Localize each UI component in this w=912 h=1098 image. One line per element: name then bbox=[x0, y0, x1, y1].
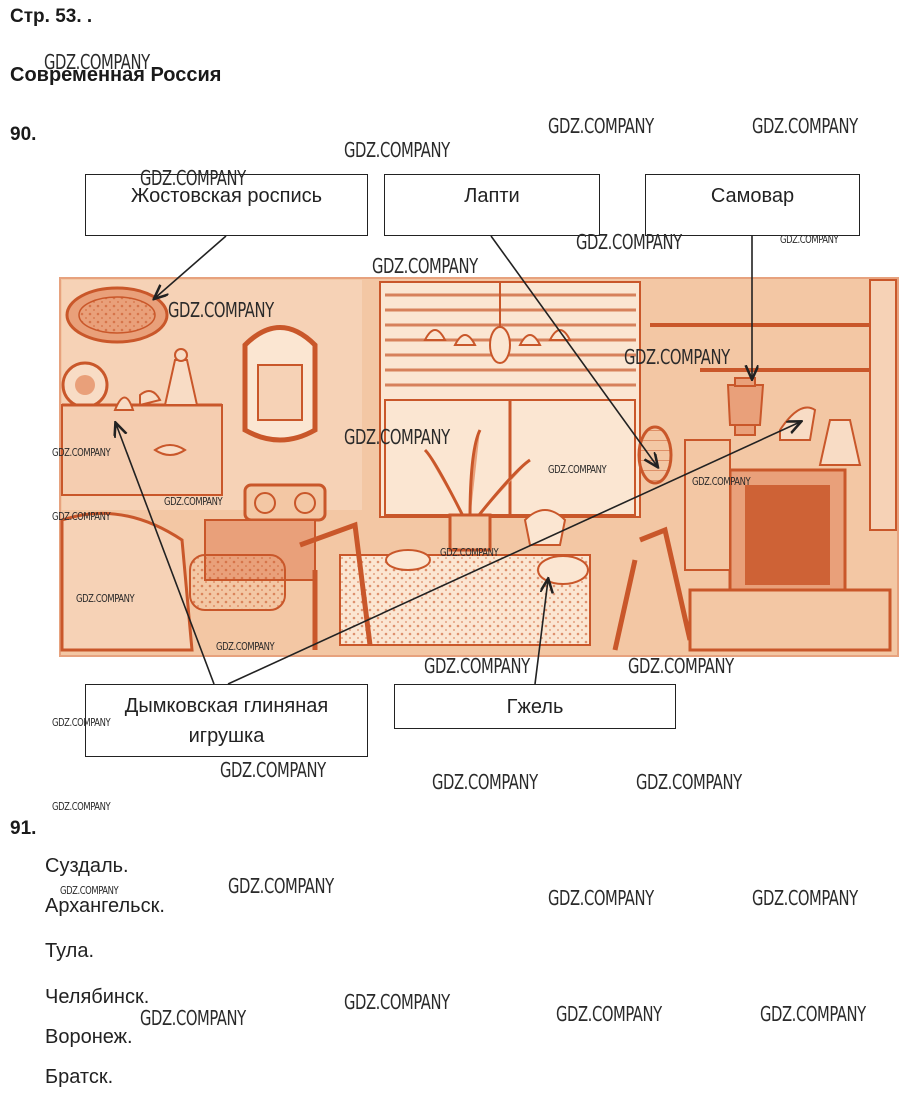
watermark: GDZ.COMPANY bbox=[624, 345, 730, 369]
label-samovar: Самовар bbox=[645, 174, 860, 236]
watermark: GDZ.COMPANY bbox=[636, 770, 742, 794]
watermark: GDZ.COMPANY bbox=[548, 114, 654, 138]
watermark: GDZ.COMPANY bbox=[372, 254, 478, 278]
watermark: GDZ.COMPANY bbox=[344, 425, 450, 449]
answer-item: Суздаль. bbox=[45, 855, 129, 877]
watermark: GDZ.COMPANY bbox=[576, 230, 682, 254]
watermark: GDZ.COMPANY bbox=[52, 446, 111, 459]
watermark: GDZ.COMPANY bbox=[220, 758, 326, 782]
answer-item: Воронеж. bbox=[45, 1026, 133, 1048]
watermark: GDZ.COMPANY bbox=[60, 884, 119, 897]
watermark: GDZ.COMPANY bbox=[440, 546, 499, 559]
watermark: GDZ.COMPANY bbox=[760, 1002, 866, 1026]
label-dymkovo: Дымковская глиняная игрушка bbox=[85, 684, 368, 757]
watermark: GDZ.COMPANY bbox=[164, 495, 223, 508]
answer-item: Братск. bbox=[45, 1066, 114, 1088]
watermark: GDZ.COMPANY bbox=[52, 800, 111, 813]
label-gzhel: Гжель bbox=[394, 684, 676, 729]
watermark: GDZ.COMPANY bbox=[548, 463, 607, 476]
answer-item: Челябинск. bbox=[45, 986, 150, 1008]
watermark: GDZ.COMPANY bbox=[548, 886, 654, 910]
watermark: GDZ.COMPANY bbox=[432, 770, 538, 794]
watermark: GDZ.COMPANY bbox=[140, 166, 246, 190]
label-lapti: Лапти bbox=[384, 174, 600, 236]
watermark: GDZ.COMPANY bbox=[752, 114, 858, 138]
watermark: GDZ.COMPANY bbox=[140, 1006, 246, 1030]
exercise-90-number: 90. bbox=[10, 124, 37, 145]
watermark: GDZ.COMPANY bbox=[228, 874, 334, 898]
watermark: GDZ.COMPANY bbox=[752, 886, 858, 910]
watermark: GDZ.COMPANY bbox=[556, 1002, 662, 1026]
watermark: GDZ.COMPANY bbox=[44, 50, 150, 74]
page-ref: Стр. 53. . bbox=[10, 6, 93, 27]
watermark: GDZ.COMPANY bbox=[344, 990, 450, 1014]
section-title: Современная Россия bbox=[10, 64, 222, 86]
answer-item: Тула. bbox=[45, 940, 95, 962]
watermark: GDZ.COMPANY bbox=[344, 138, 450, 162]
answer-item: Архангельск. bbox=[45, 895, 165, 917]
watermark: GDZ.COMPANY bbox=[692, 475, 751, 488]
watermark: GDZ.COMPANY bbox=[52, 510, 111, 523]
watermark: GDZ.COMPANY bbox=[628, 654, 734, 678]
label-zhostovo: Жостовская роспись bbox=[85, 174, 368, 236]
watermark: GDZ.COMPANY bbox=[780, 233, 839, 246]
exercise-91-number: 91. bbox=[10, 818, 37, 839]
watermark: GDZ.COMPANY bbox=[168, 298, 274, 322]
watermark: GDZ.COMPANY bbox=[76, 592, 135, 605]
watermark: GDZ.COMPANY bbox=[424, 654, 530, 678]
watermark: GDZ.COMPANY bbox=[52, 716, 111, 729]
watermark: GDZ.COMPANY bbox=[216, 640, 275, 653]
